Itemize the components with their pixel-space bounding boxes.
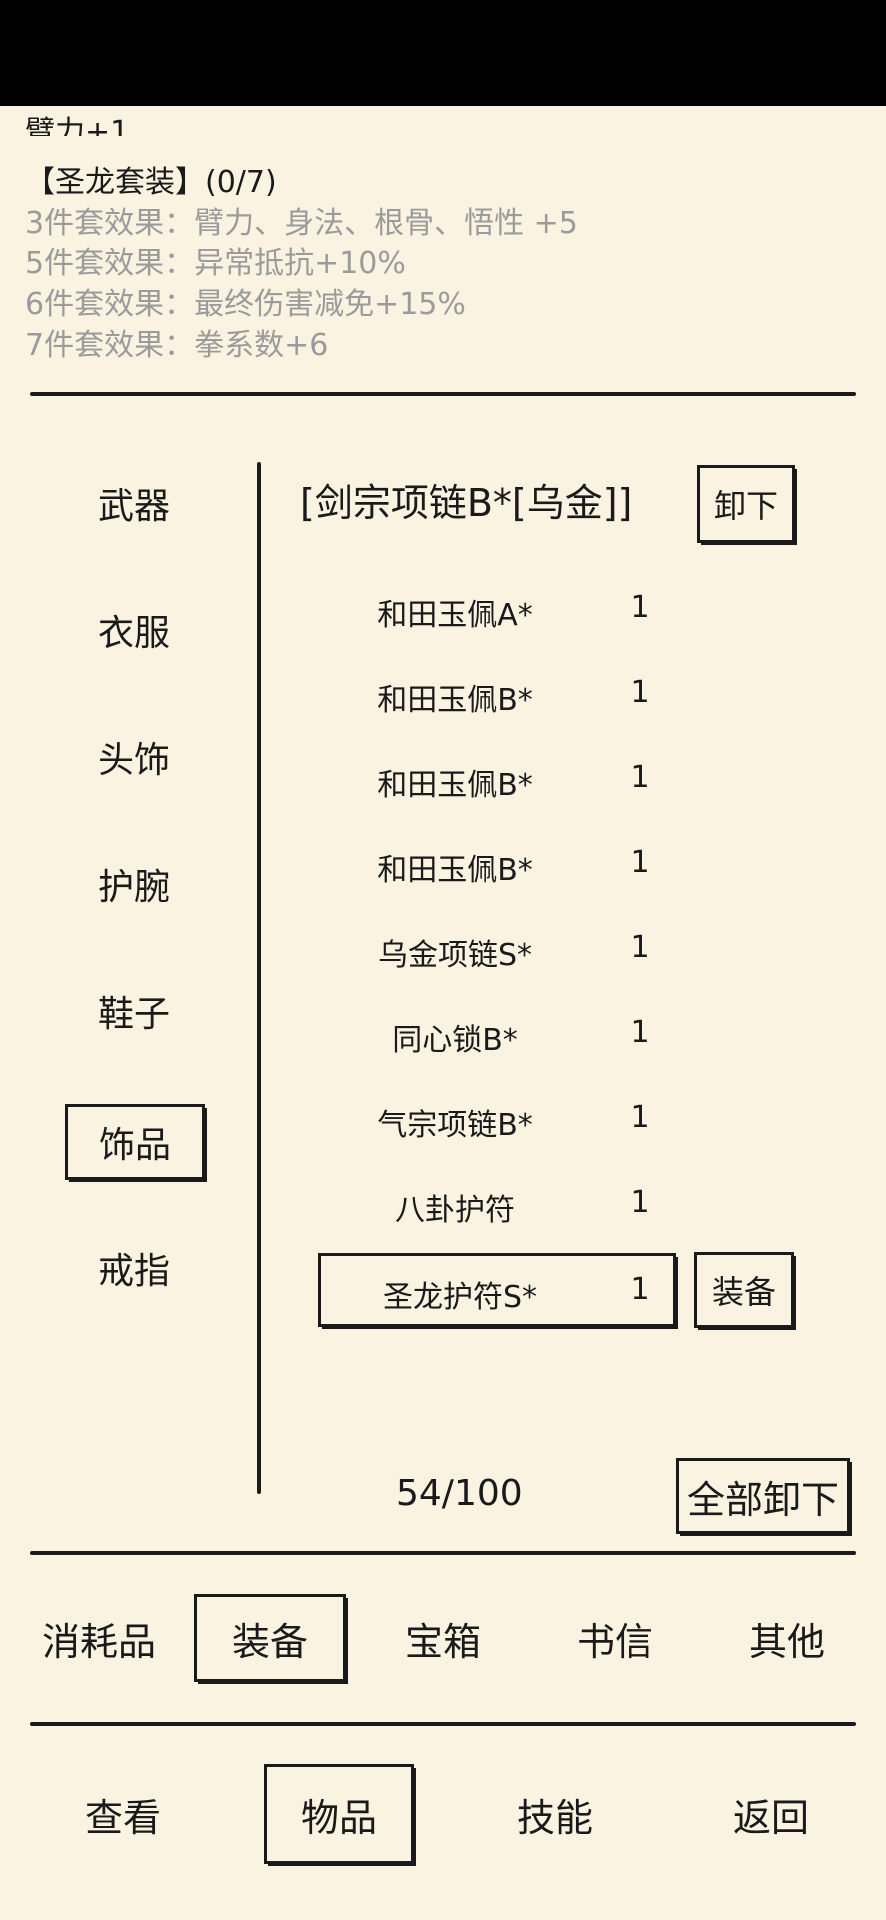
status-bar bbox=[0, 0, 886, 106]
category-shoes[interactable]: 鞋子 bbox=[97, 994, 170, 1035]
list-item-name[interactable]: 和田玉佩B* bbox=[377, 853, 533, 888]
list-item-qty: 1 bbox=[630, 930, 650, 965]
equipped-item-name: [剑宗项链B*[乌金]] bbox=[300, 481, 633, 525]
list-item-qty: 1 bbox=[630, 760, 650, 795]
list-item-qty: 1 bbox=[630, 845, 650, 880]
tab-chests[interactable]: 宝箱 bbox=[404, 1619, 481, 1664]
category-weapon[interactable]: 武器 bbox=[97, 486, 170, 527]
category-headwear[interactable]: 头饰 bbox=[97, 740, 170, 781]
list-item-selected[interactable]: 圣龙护符S* 1 bbox=[318, 1253, 676, 1327]
tab-consumables[interactable]: 消耗品 bbox=[41, 1619, 156, 1664]
category-ring[interactable]: 戒指 bbox=[97, 1251, 170, 1292]
unequip-button[interactable]: 卸下 bbox=[697, 465, 795, 543]
capacity-counter: 54/100 bbox=[396, 1473, 523, 1514]
unequip-all-button[interactable]: 全部卸下 bbox=[676, 1458, 850, 1534]
nav-skills[interactable]: 技能 bbox=[516, 1795, 593, 1840]
list-item-qty: 1 bbox=[630, 1272, 650, 1307]
nav-items-selected[interactable]: 物品 bbox=[264, 1764, 414, 1864]
list-item-qty: 1 bbox=[630, 1185, 650, 1220]
list-item-qty: 1 bbox=[630, 1100, 650, 1135]
set-stat-cut-line: 臂力+1 bbox=[25, 115, 130, 136]
list-item-name[interactable]: 和田玉佩B* bbox=[377, 768, 533, 803]
nav-back[interactable]: 返回 bbox=[732, 1795, 809, 1840]
category-clothes[interactable]: 衣服 bbox=[97, 613, 170, 654]
divider-bottom bbox=[30, 1722, 856, 1726]
sidebar-divider bbox=[257, 462, 261, 1494]
tab-other[interactable]: 其他 bbox=[748, 1619, 825, 1664]
nav-view[interactable]: 查看 bbox=[84, 1795, 161, 1840]
set-effect-5: 5件套效果：异常抵抗+10% bbox=[25, 246, 406, 281]
list-item-name[interactable]: 八卦护符 bbox=[395, 1193, 515, 1228]
tab-equipment-selected[interactable]: 装备 bbox=[194, 1594, 346, 1682]
list-item-name[interactable]: 气宗项链B* bbox=[377, 1108, 533, 1143]
list-item-name[interactable]: 同心锁B* bbox=[392, 1023, 518, 1058]
list-item-name[interactable]: 乌金项链S* bbox=[377, 938, 533, 973]
divider-top bbox=[30, 392, 856, 396]
divider-middle bbox=[30, 1551, 856, 1555]
set-effect-6: 6件套效果：最终伤害减免+15% bbox=[25, 287, 466, 322]
list-item-name[interactable]: 和田玉佩B* bbox=[377, 683, 533, 718]
set-title: 【圣龙套装】(0/7) bbox=[25, 165, 277, 200]
set-effect-7: 7件套效果：拳系数+6 bbox=[25, 328, 329, 363]
list-item-qty: 1 bbox=[630, 590, 650, 625]
equip-button[interactable]: 装备 bbox=[694, 1252, 794, 1328]
list-item-name: 圣龙护符S* bbox=[382, 1280, 538, 1315]
category-accessory-selected[interactable]: 饰品 bbox=[65, 1104, 205, 1180]
list-item-name[interactable]: 和田玉佩A* bbox=[377, 598, 533, 633]
category-bracer[interactable]: 护腕 bbox=[97, 867, 170, 908]
list-item-qty: 1 bbox=[630, 675, 650, 710]
tab-letters[interactable]: 书信 bbox=[576, 1619, 653, 1664]
set-effect-3: 3件套效果：臂力、身法、根骨、悟性 +5 bbox=[25, 206, 578, 241]
list-item-qty: 1 bbox=[630, 1015, 650, 1050]
